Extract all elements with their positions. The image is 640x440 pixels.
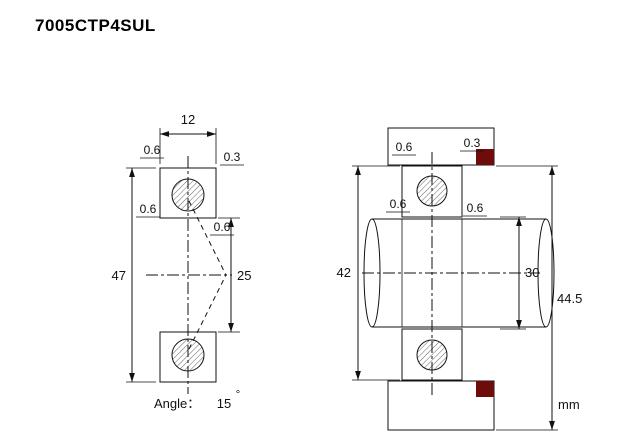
angle-note-prefix: Angle： <box>154 396 200 411</box>
housing-top <box>387 127 495 166</box>
seal-spacer-top <box>476 149 494 165</box>
chamfer-housing-right-label: 0.3 <box>464 136 481 150</box>
dim-overall-label: 44.5 <box>557 291 582 306</box>
angle-note-degree: ° <box>236 389 240 401</box>
chamfer-top-right-label: 0.3 <box>224 150 241 164</box>
dim-housing-bore-label: 42 <box>337 265 351 280</box>
chamfer-housing-left-label: 0.6 <box>396 140 413 154</box>
unit-label: mm <box>558 397 580 412</box>
chamfer-right-label: 0.6 <box>467 201 484 215</box>
dim-bore-label: 25 <box>237 268 251 283</box>
extension-line <box>496 165 558 431</box>
contact-angle-line-top <box>188 200 227 276</box>
dim-od-label: 47 <box>112 268 126 283</box>
chamfer-left-label: 0.6 <box>390 197 407 211</box>
part-number-title: 7005CTP4SUL <box>35 16 156 35</box>
left-view: 12 0.6 0.3 0.6 0.6 47 25 Angle： 15 ° <box>112 112 252 411</box>
chamfer-side-label: 0.6 <box>140 202 157 216</box>
chamfer-top-left-label: 0.6 <box>144 143 161 157</box>
right-view: 0.6 0.3 0.6 0.6 42 30 44.5 mm <box>337 127 582 431</box>
housing-bottom <box>387 380 495 431</box>
dim-width-label: 12 <box>181 112 195 127</box>
dim-shoulder-label: 30 <box>525 265 539 280</box>
contact-angle-line-bottom <box>188 274 227 350</box>
angle-note-value: 15 <box>217 396 231 411</box>
seal-spacer-bottom <box>476 381 494 397</box>
chamfer-bore-label: 0.6 <box>214 220 231 234</box>
